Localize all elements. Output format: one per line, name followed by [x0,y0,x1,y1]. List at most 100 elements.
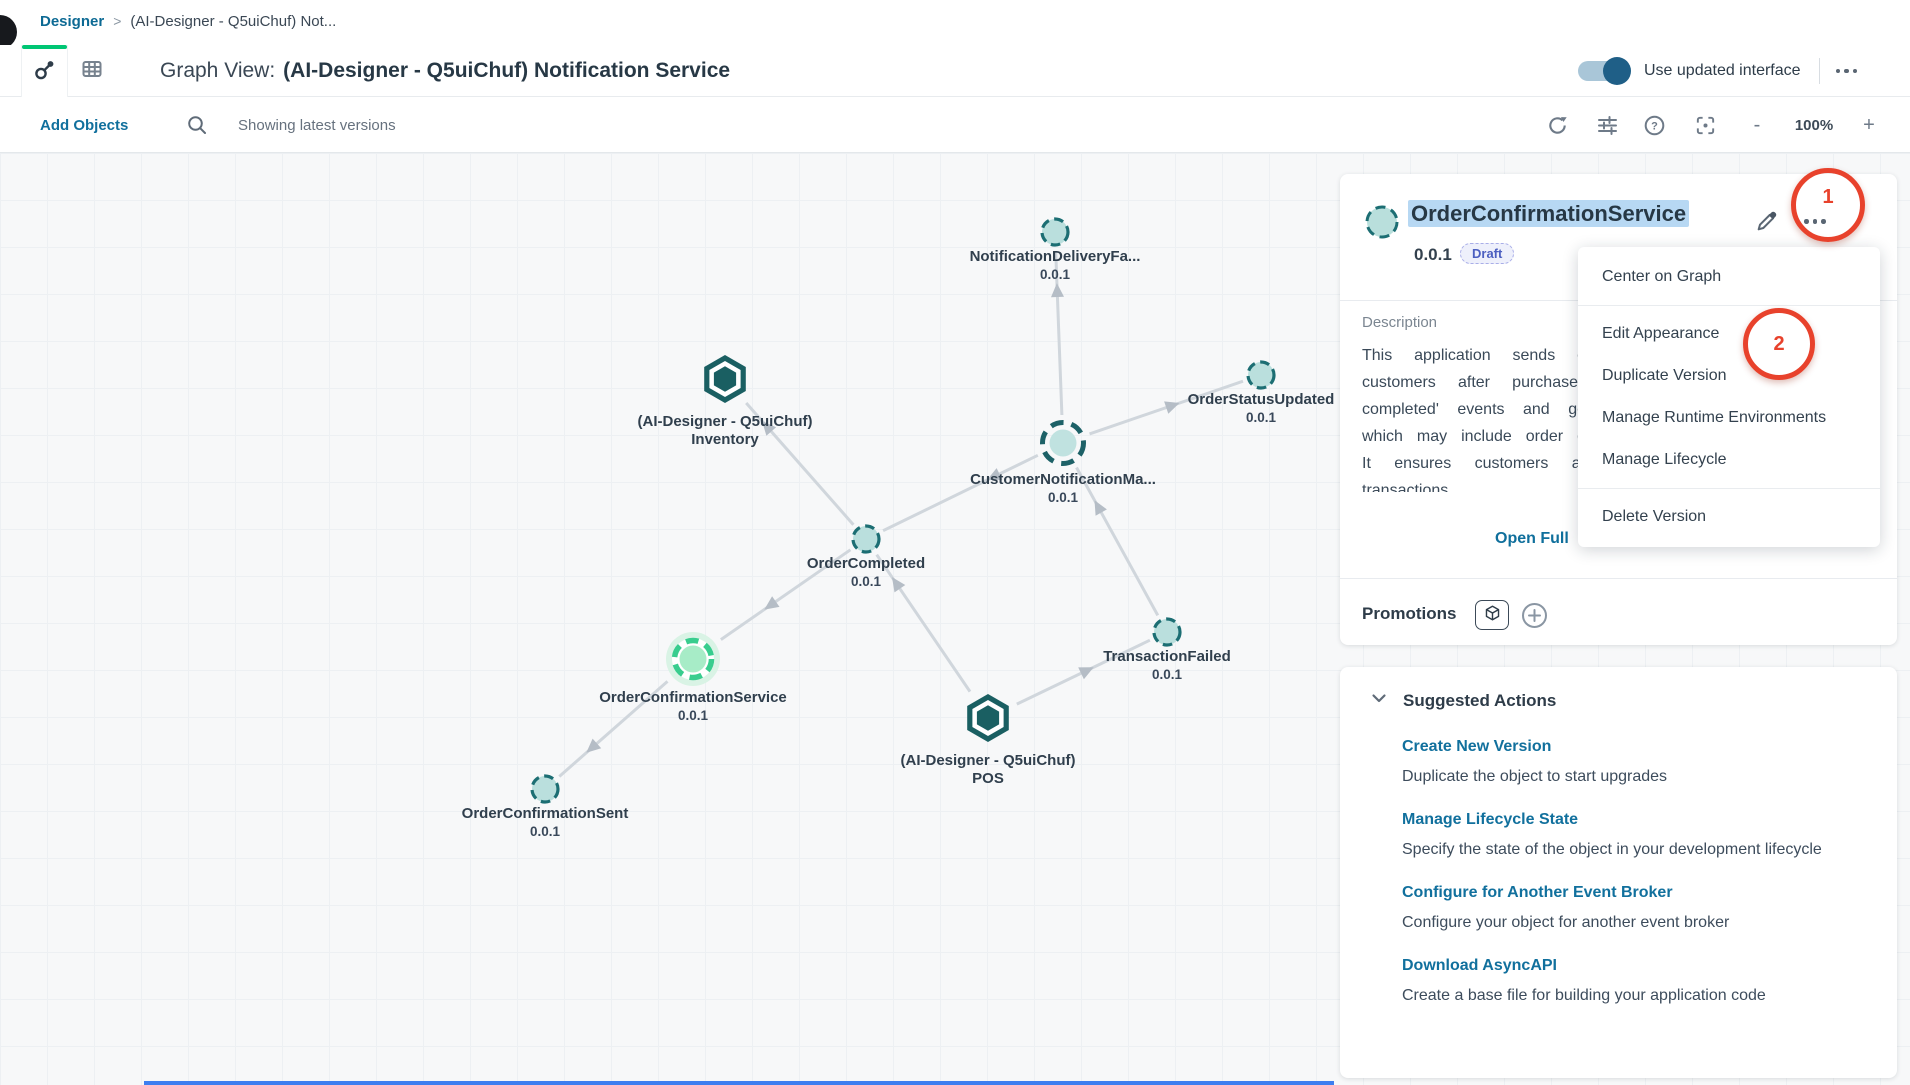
graph-svg: NotificationDeliveryFa...0.0.1(AI-Design… [462,217,1335,839]
graph-edge-arrow-icon [892,577,906,593]
description-heading: Description [1362,314,1438,331]
menu-item-delete-version[interactable]: Delete Version [1602,508,1707,525]
graph-node-inventory[interactable] [704,355,746,403]
graph-node-label: POS [972,770,1004,787]
page-title: Graph View:(AI-Designer - Q5uiChuf) Noti… [160,59,731,82]
graph-node-label: (AI-Designer - Q5uiChuf) [901,752,1076,769]
graph-node-version: 0.0.1 [530,824,561,839]
menu-item-manage-lifecycle[interactable]: Manage Lifecycle [1602,451,1727,468]
help-icon[interactable]: ? [1643,114,1666,142]
refresh-icon[interactable] [1546,114,1569,142]
graph-node-order-status-updated[interactable] [1246,360,1276,390]
toggle-knob [1603,57,1631,85]
annotation-number-1: 1 [1822,186,1834,208]
add-promotion-icon[interactable] [1521,602,1548,634]
suggested-action-link[interactable]: Configure for Another Event Broker [1402,884,1673,901]
zoom-level: 100% [1794,117,1834,134]
edit-pencil-icon[interactable] [1755,208,1780,238]
zoom-out-button[interactable]: - [1753,114,1761,136]
graph-node-order-completed[interactable] [851,524,881,554]
graph-node-version: 0.0.1 [851,574,882,589]
object-title-selected-text[interactable]: OrderConfirmationService [1408,200,1690,227]
menu-divider [1578,305,1880,306]
tab-graph-view[interactable] [21,45,68,97]
page-title-object-name: (AI-Designer - Q5uiChuf) Notification Se… [283,59,731,82]
versions-status-text: Showing latest versions [238,117,396,134]
application-node-icon [1360,200,1404,249]
graph-edge-arrow-icon [1051,283,1064,298]
menu-item-center-on-graph[interactable]: Center on Graph [1602,268,1722,285]
graph-node-label: TransactionFailed [1103,648,1231,665]
breadcrumb: Designer > (AI-Designer - Q5uiChuf) Not... [40,13,336,30]
graph-node-label: Inventory [691,431,759,448]
window-edge-artifact [144,1081,1334,1085]
svg-text:?: ? [1651,121,1658,133]
graph-node-version: 0.0.1 [1040,267,1071,282]
add-objects-button[interactable]: Add Objects [40,117,129,134]
graph-node-label: OrderCompleted [807,555,925,572]
annotation-number-2: 2 [1773,332,1785,355]
suggested-action-description: Duplicate the object to start upgrades [1402,768,1668,785]
graph-edge-arrow-icon [1164,401,1180,414]
description-line: completed' events and ge [1362,401,1586,418]
suggested-action-link[interactable]: Download AsyncAPI [1402,957,1557,974]
graph-edge [875,553,972,693]
fit-to-screen-icon[interactable] [1694,114,1717,142]
graph-node-version: 0.0.1 [1048,490,1079,505]
updated-interface-toggle[interactable] [1578,57,1631,85]
menu-item-edit-appearance[interactable]: Edit Appearance [1602,325,1720,342]
graph-node-customer-notification-ma[interactable] [1040,420,1086,466]
breadcrumb-current: (AI-Designer - Q5uiChuf) Not... [130,13,337,30]
menu-item-duplicate-version[interactable]: Duplicate Version [1602,367,1727,384]
tab-list-view[interactable] [68,45,115,97]
graph-node-version: 0.0.1 [678,708,709,723]
view-tabs [21,45,115,97]
graph-node-order-confirmation-service[interactable] [666,632,720,686]
graph-edge-arrow-icon [1078,667,1094,680]
graph-nodes: NotificationDeliveryFa...0.0.1(AI-Design… [462,217,1335,839]
search-icon[interactable] [186,114,208,141]
description-line: It ensures customers ar [1362,455,1586,472]
graph-node-order-confirmation-sent[interactable] [530,774,560,804]
chevron-down-icon [1370,689,1388,712]
suggested-actions-header[interactable]: Suggested Actions [1340,667,1897,712]
filter-settings-icon[interactable] [1596,114,1619,142]
graph-node-label: CustomerNotificationMa... [970,471,1156,488]
open-full-details-link[interactable]: Open Full [1495,530,1569,547]
graph-node-version: 0.0.1 [1246,410,1277,425]
graph-node-pos[interactable] [967,694,1009,742]
graph-edge [882,453,1039,533]
graph-node-label: OrderStatusUpdated [1188,391,1335,408]
avatar[interactable] [0,15,17,49]
breadcrumb-separator-icon: > [113,13,122,29]
annotation-circle-2: 2 [1743,308,1815,380]
breadcrumb-designer-link[interactable]: Designer [40,13,105,30]
menu-item-manage-runtime-environments[interactable]: Manage Runtime Environments [1602,409,1827,426]
graph-node-label: OrderConfirmationService [599,689,787,706]
graph-edge [558,680,669,778]
suggested-action-link[interactable]: Create New Version [1402,738,1552,755]
graph-edge [720,548,852,641]
graph-edge-arrow-icon [586,738,602,753]
suggested-action-link[interactable]: Manage Lifecycle State [1402,811,1579,828]
graph-edge [1075,466,1160,617]
graph-edge-arrow-icon [986,468,1003,481]
suggested-actions-title: Suggested Actions [1403,690,1557,710]
graph-edge [1054,250,1064,416]
cube-icon [1484,604,1501,627]
header-more-options-icon[interactable] [1835,68,1858,74]
graph-node-label: OrderConfirmationSent [462,805,629,822]
description-line: transactions [1362,482,1449,492]
zoom-in-button[interactable]: + [1863,114,1875,136]
graph-node-transaction-failed[interactable] [1152,617,1182,647]
description-line: This application sends o [1362,347,1586,364]
graph-node-notification-delivery-fa[interactable] [1040,217,1070,247]
promotion-environment-button[interactable] [1475,600,1509,630]
